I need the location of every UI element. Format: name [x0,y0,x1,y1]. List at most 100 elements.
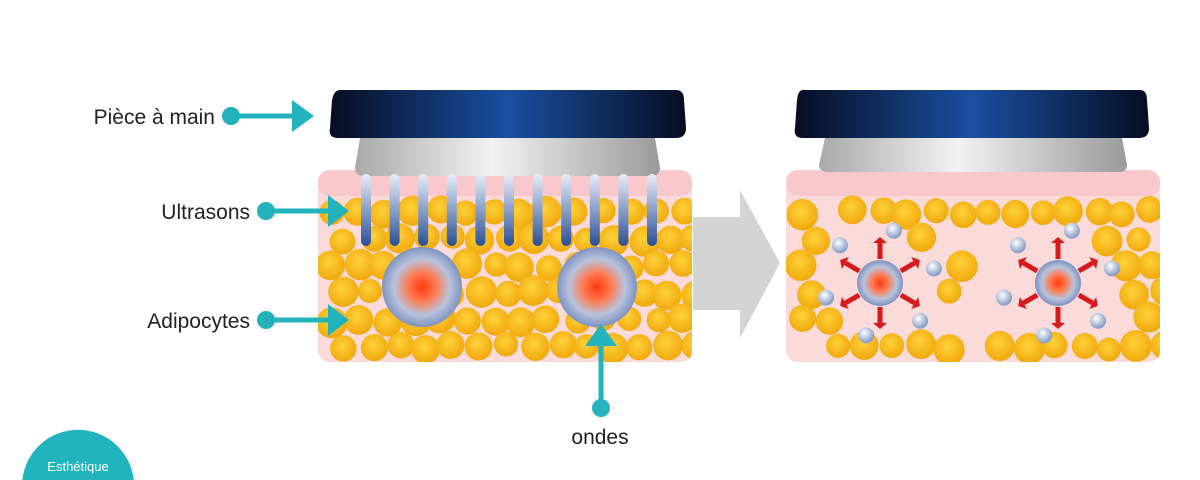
adipocyte [801,226,831,256]
adipocyte [484,252,509,277]
arrowhead-icon [840,256,849,270]
adipocyte [906,329,936,359]
arrowhead-icon [873,237,887,243]
wave-focus-2 [557,247,637,327]
handpiece-head [329,90,686,138]
ultrasound-beam [504,174,514,246]
epidermis-layer [786,170,1160,196]
ultrasound-beam [361,174,371,246]
arrowhead-icon [328,304,349,336]
adipocyte [946,250,978,282]
adipocyte [653,330,683,361]
adipocyte [436,331,465,359]
adipocyte [786,198,819,231]
ultrasound-emitters [361,174,657,246]
adipocyte [815,307,844,335]
adipocyte [1030,200,1056,226]
lipid-droplet [831,237,848,254]
adipocyte [493,331,519,357]
wave-focus-1 [382,247,462,327]
svg-text:Pièce à main: Pièce à main [94,106,215,129]
arrowhead-icon [1051,323,1065,329]
arrowhead-icon [292,100,314,132]
label-adipocytes: Adipocytes [147,304,349,336]
adipocyte [656,225,685,255]
adipocyte [343,305,374,335]
adipocyte [1138,251,1160,280]
adipocyte [451,248,482,279]
expansion-arrow [1022,260,1039,274]
arrowhead-icon [1018,256,1027,270]
lipid-droplet [858,327,875,344]
adipocyte [360,334,389,362]
arrowhead-icon [1018,296,1027,310]
arrowhead-icon [840,296,849,310]
adipocyte [411,335,440,362]
adipocyte [797,280,826,310]
adipocyte [671,197,692,225]
lipid-droplet [1036,327,1053,344]
adipocyte [679,224,692,252]
adipocyte [549,331,578,359]
expansion-arrow [844,292,861,306]
adipocyte [1150,330,1160,361]
adipocyte [1071,333,1098,360]
adipocyte [452,200,479,226]
svg-text:Adipocytes: Adipocytes [147,310,250,333]
adipocyte [1001,199,1030,229]
adipocyte [870,197,898,224]
adipocyte [465,276,498,308]
adipocyte [495,280,522,307]
lipid-droplet [912,312,929,329]
handpiece-head [794,90,1149,138]
adipocyte [504,252,534,283]
adipocyte [1013,333,1046,362]
adipocyte [328,276,359,307]
adipocyte [642,250,670,277]
lipid-droplet [925,260,942,277]
after-panel [786,90,1160,362]
adipocyte [1108,201,1135,228]
adipocyte [936,278,962,304]
ultrasound-beam [532,174,543,246]
adipocyte [890,199,922,230]
fat-cell-breakdown [818,222,1120,344]
adipocyte [681,280,692,311]
lipid-droplet [818,289,835,306]
disrupted-adipocyte [1035,260,1081,306]
ultrasound-beam [561,174,572,246]
arrowhead-icon [911,256,920,270]
adipocyte [984,330,1015,361]
expansion-arrow [899,292,916,306]
adipocyte [1096,337,1121,362]
lipid-droplet [996,289,1013,306]
adipocyte [357,278,382,303]
svg-text:Esthétique: Esthétique [47,459,108,474]
handpiece-cylinder [355,138,660,176]
adipocyte [453,307,481,335]
arrowhead-icon [1089,256,1098,270]
adipocyte [975,199,1001,225]
arrowhead-icon [1089,296,1098,310]
adipocyte [667,303,692,333]
adipocyte [1126,227,1151,252]
lipid-droplet [1063,222,1080,239]
disrupted-adipocyte [857,260,903,306]
category-badge[interactable]: Esthétique [22,429,134,480]
ultrasound-beam [618,174,629,246]
adipocyte [906,222,937,252]
adipocyte [1136,195,1160,223]
label-handpiece: Pièce à main [94,100,314,132]
label-ultrasound: Ultrasons [161,195,349,227]
before-panel [318,90,692,362]
adipocyte [789,304,817,332]
adipocyte [1085,197,1114,226]
expansion-arrow [1077,260,1094,274]
adipocyte [1110,250,1142,282]
expansion-arrow [1022,292,1039,306]
adipocyte [318,250,346,281]
ultrasound-beam [446,174,457,246]
adipocyte [630,279,659,307]
ultrasound-beam [647,174,657,246]
